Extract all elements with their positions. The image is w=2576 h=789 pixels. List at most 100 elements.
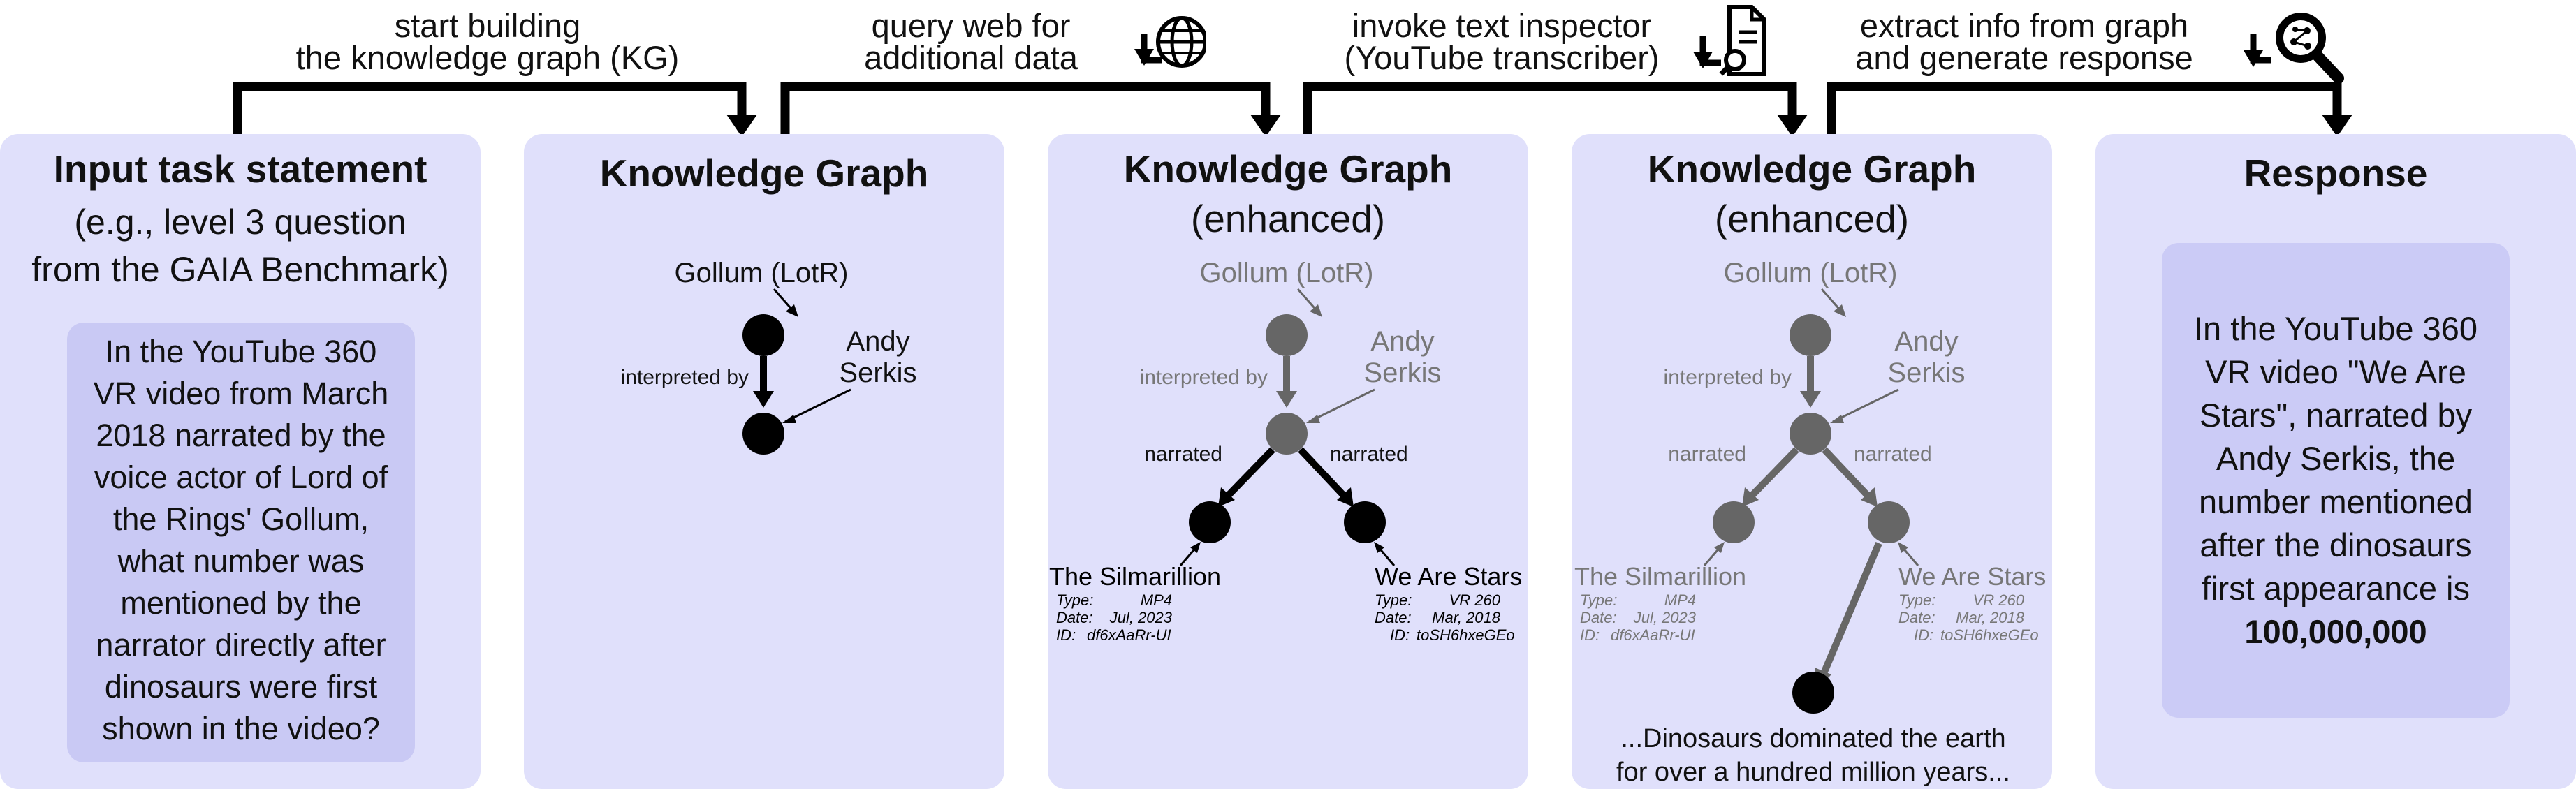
node-label-gollum: Gollum (LotR) bbox=[1724, 258, 1898, 288]
node-label-gollum: Gollum (LotR) bbox=[675, 258, 849, 288]
answer-line: first appearance is bbox=[2201, 570, 2471, 607]
node-andy-serkis bbox=[1266, 413, 1308, 455]
node-andy-serkis bbox=[1790, 413, 1831, 455]
meta-id-label: ID: bbox=[1580, 626, 1600, 644]
panel1-subtitle-line1: (e.g., level 3 question bbox=[74, 202, 407, 242]
answer-line: after the dinosaurs bbox=[2200, 526, 2472, 563]
connector-2 bbox=[780, 82, 1271, 134]
answer-line: In the YouTube 360 bbox=[2194, 310, 2478, 347]
step-label-4-line2: and generate response bbox=[1855, 39, 2193, 76]
edge-label-narrated-left: narrated bbox=[1668, 443, 1746, 466]
node-gollum bbox=[1266, 314, 1308, 356]
video-title-we-are-stars: We Are Stars bbox=[1898, 562, 2046, 591]
question-line: the Rings' Gollum, bbox=[112, 501, 369, 537]
connector-1 bbox=[233, 82, 747, 134]
step-label-3: invoke text inspector (YouTube transcrib… bbox=[1313, 7, 1690, 76]
panel-knowledge-graph: Knowledge Graph Gollum (LotR) interprete… bbox=[524, 134, 1004, 789]
question-box: In the YouTube 360 VR video from March 2… bbox=[67, 323, 415, 762]
question-line: voice actor of Lord of bbox=[94, 459, 388, 495]
video-title-silmarillion: The Silmarillion bbox=[1574, 562, 1746, 591]
meta-type-label: Type: bbox=[1056, 591, 1093, 609]
panel1-title: Input task statement bbox=[53, 147, 427, 191]
meta-date-value: Mar, 2018 bbox=[1432, 609, 1501, 626]
panel5-title: Response bbox=[2244, 152, 2428, 195]
node-we-are-stars bbox=[1344, 501, 1386, 543]
step-label-2-line2: additional data bbox=[864, 39, 1078, 76]
node-andy-serkis bbox=[742, 413, 784, 455]
meta-id-value: df6xAaRr-UI bbox=[1087, 626, 1171, 644]
panel-knowledge-graph-enhanced-web: Knowledge Graph (enhanced) Gollum (LotR)… bbox=[1048, 134, 1528, 789]
edge-label-narrated-left: narrated bbox=[1144, 443, 1222, 466]
meta-type-value: VR 260 bbox=[1973, 591, 2025, 609]
panel1-subtitle-line2: from the GAIA Benchmark) bbox=[31, 250, 449, 289]
edge-label-narrated-right: narrated bbox=[1854, 443, 1932, 466]
panel2-title: Knowledge Graph bbox=[599, 152, 929, 195]
edge-label-interpreted-by: interpreted by bbox=[621, 366, 749, 389]
node-gollum bbox=[1790, 314, 1831, 356]
edge-label-interpreted-by: interpreted by bbox=[1664, 366, 1792, 389]
meta-id-label: ID: bbox=[1056, 626, 1076, 644]
document-search-icon bbox=[1693, 5, 1766, 76]
meta-type-value: MP4 bbox=[1141, 591, 1172, 609]
node-we-are-stars bbox=[1868, 501, 1910, 543]
meta-date-label: Date: bbox=[1056, 609, 1093, 626]
step-label-3-line1: invoke text inspector bbox=[1352, 7, 1652, 44]
meta-id-label: ID: bbox=[1914, 626, 1933, 644]
video-title-we-are-stars: We Are Stars bbox=[1375, 562, 1522, 591]
connector-2-arrowhead bbox=[1250, 115, 1281, 137]
answer-line: VR video "We Are bbox=[2205, 353, 2466, 390]
node-label-andy-line2: Serkis bbox=[1363, 357, 1441, 388]
meta-date-value: Jul, 2023 bbox=[1633, 609, 1697, 626]
step-label-2: query web for additional data bbox=[817, 9, 1125, 76]
connector-1-arrowhead bbox=[726, 115, 757, 137]
connector-4-arrowhead bbox=[2322, 115, 2352, 137]
step-label-4: extract info from graph and generate res… bbox=[1829, 7, 2220, 76]
meta-id-value: toSH6hxeGEo bbox=[1417, 626, 1515, 644]
panel-response: Response In the YouTube 360 VR video "We… bbox=[2095, 134, 2576, 789]
connector-3 bbox=[1303, 82, 1797, 134]
question-line: mentioned by the bbox=[120, 585, 362, 621]
answer-box: In the YouTube 360 VR video "We Are Star… bbox=[2162, 243, 2510, 718]
edge-label-interpreted-by: interpreted by bbox=[1140, 366, 1268, 389]
node-label-andy-line1: Andy bbox=[846, 326, 909, 357]
globe-icon bbox=[1134, 16, 1206, 68]
panel-input-task: Input task statement (e.g., level 3 ques… bbox=[0, 134, 481, 789]
answer-line: number mentioned bbox=[2199, 483, 2473, 520]
kg-graph: Gollum (LotR) interpreted by Andy Serkis bbox=[621, 258, 917, 455]
question-line: shown in the video? bbox=[102, 711, 380, 746]
step-label-3-line2: (YouTube transcriber) bbox=[1344, 39, 1660, 76]
step-label-4-line1: extract info from graph bbox=[1859, 7, 2189, 44]
question-line: VR video from March bbox=[93, 376, 389, 411]
panel4-title: Knowledge Graph bbox=[1647, 147, 1977, 191]
answer-line: Andy Serkis, the bbox=[2216, 440, 2456, 477]
meta-type-label: Type: bbox=[1898, 591, 1935, 609]
panel3-subtitle: (enhanced) bbox=[1190, 197, 1386, 240]
node-label-andy-line2: Serkis bbox=[839, 357, 916, 388]
meta-type-label: Type: bbox=[1375, 591, 1412, 609]
transcript-excerpt-line2: for over a hundred million years... bbox=[1616, 758, 2010, 787]
step-label-1-line1: start building bbox=[394, 7, 581, 44]
node-label-gollum: Gollum (LotR) bbox=[1200, 258, 1374, 288]
meta-type-label: Type: bbox=[1580, 591, 1617, 609]
meta-type-value: VR 260 bbox=[1449, 591, 1501, 609]
meta-id-value: toSH6hxeGEo bbox=[1940, 626, 2039, 644]
node-transcript bbox=[1792, 672, 1834, 714]
panel4-subtitle: (enhanced) bbox=[1714, 197, 1910, 240]
node-label-andy-line1: Andy bbox=[1894, 326, 1958, 357]
connector-3-arrowhead bbox=[1777, 115, 1808, 137]
step-connectors bbox=[233, 82, 2352, 137]
node-label-andy-line1: Andy bbox=[1370, 326, 1434, 357]
node-the-silmarillion bbox=[1189, 501, 1231, 543]
question-line: what number was bbox=[117, 543, 365, 579]
graph-magnifier-icon bbox=[2244, 13, 2344, 84]
meta-type-value: MP4 bbox=[1664, 591, 1696, 609]
meta-date-value: Jul, 2023 bbox=[1109, 609, 1173, 626]
panel1-subtitle: (e.g., level 3 question from the GAIA Be… bbox=[0, 198, 481, 293]
node-gollum bbox=[742, 314, 784, 356]
kg-graph-enhanced: Gollum (LotR) Andy Serkis interpreted by… bbox=[1049, 258, 1522, 644]
video-title-silmarillion: The Silmarillion bbox=[1049, 562, 1221, 591]
question-line: In the YouTube 360 bbox=[105, 334, 377, 369]
transcript-excerpt-line1: ...Dinosaurs dominated the earth bbox=[1620, 724, 2005, 753]
answer-value: 100,000,000 bbox=[2244, 613, 2427, 650]
